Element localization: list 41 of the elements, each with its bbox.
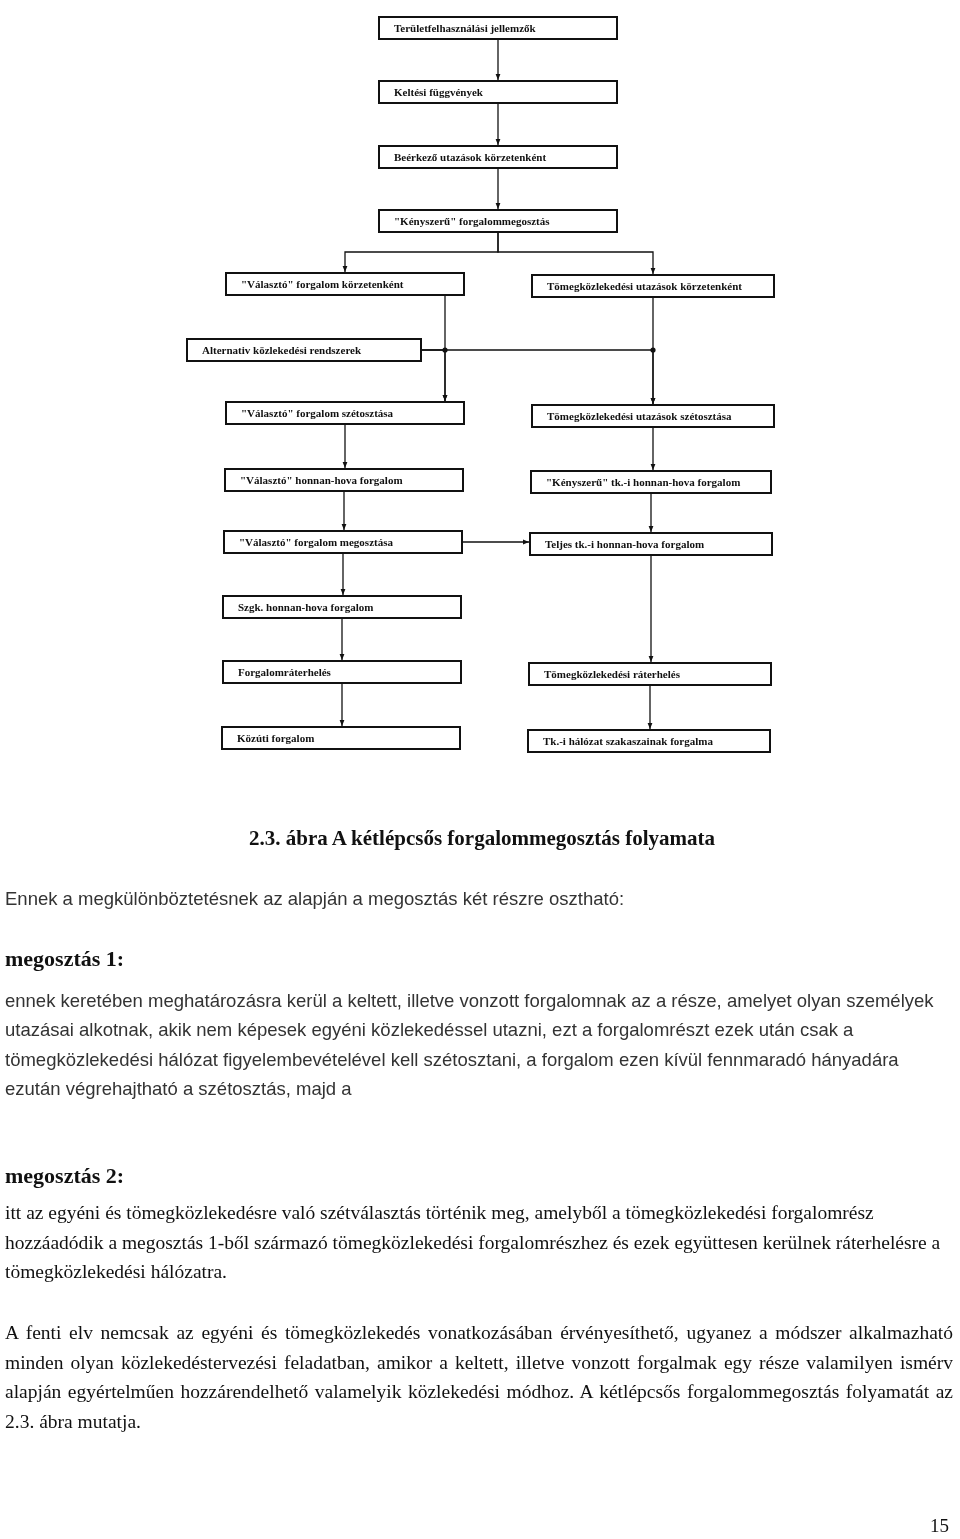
arrow [497,232,656,275]
arrow [495,39,501,81]
figure-caption: 2.3. ábra A kétlépcsős forgalommegosztás folyamata [248,826,716,851]
process-box: Területfelhasználási jellemzők [378,16,618,40]
paragraph: ennek keretében meghatározásra kerül a keltett, illetve vonzott forgalomnak az a része, amelyet olyan személyek utazásai alkotnak, akik nem képesek egyéni közlekedéssel utazni, ezt a forgalomrészt ezek után csak a tömegközlekedési hálózat figyelembevételével kell szétosztani, a forgalom ezen kívül fennmaradó hányadára ezután végrehajtható a szétosztás, majd a [5,989,935,1101]
process-box: Keltési függvények [378,80,618,104]
arrow [341,491,347,531]
process-box: Közúti forgalom [221,726,461,750]
paragraph: itt az egyéni és tömegközlekedésre való szétválasztás történik meg, amelyből a tömegközlekedési forgalomrész hozzáadódik a megosztás 1-ből származó tömegközlekedési forgalomrészhez és ezek együttesen kerülnek ráterhelésre a tömegközlekedési hálózatra. [5,1201,942,1284]
process-box: "Választó" honnan-hova forgalom [224,468,464,492]
arrow [339,618,345,661]
process-box: Alternativ közlekedési rendszerek [186,338,422,362]
arrow [339,683,345,727]
paragraph: Ennek a megkülönböztetésnek az alapján a megosztás két részre osztható: [5,887,626,911]
page-number: 15 [930,1514,950,1538]
process-box: Forgalomráterhelés [222,660,462,684]
section-heading: megosztás 1: [5,945,126,973]
process-box: Tömegközlekedési utazások szétosztása [531,404,775,428]
arrow [421,349,656,405]
arrow [648,555,654,663]
arrow [650,427,656,471]
arrow [648,493,654,533]
section-heading: megosztás 2: [5,1162,126,1190]
arrow [340,553,346,596]
process-box: "Választó" forgalom körzetenként [225,272,465,296]
arrow [342,424,348,469]
process-box: Beérkező utazások körzetenként [378,145,618,169]
arrow [495,103,501,146]
process-box: Teljes tk.-i honnan-hova forgalom [529,532,773,556]
paragraph: A fenti elv nemcsak az egyéni és tömegközlekedés vonatkozásában érvényesíthető, ugyanez a módszer alkalmazható minden olyan közlekedéstervezési feladatban, amikor a keltett, illetve vonzott forgalmak egy része valamilyen ismérv alapján egyértelműen hozzárendelhető valamelyik közlekedési módhoz. A kétlépcsős forgalommegosztás folyamatát az 2.3. ábra mutatja. [5,1321,953,1434]
process-box: Tömegközlekedési utazások körzetenként [531,274,775,298]
process-box: "Kényszerű" tk.-i honnan-hova forgalom [530,470,772,494]
arrow [647,685,653,730]
process-box: Tömegközlekedési ráterhelés [528,662,772,686]
process-box: "Választó" forgalom megosztása [223,530,463,554]
arrow [462,539,530,545]
process-box: Szgk. honnan-hova forgalom [222,595,462,619]
process-box: Tk.-i hálózat szakaszainak forgalma [527,729,771,753]
process-box: "Választó" forgalom szétosztása [225,401,465,425]
arrow [495,168,501,210]
process-box: "Kényszerű" forgalommegosztás [378,209,618,233]
